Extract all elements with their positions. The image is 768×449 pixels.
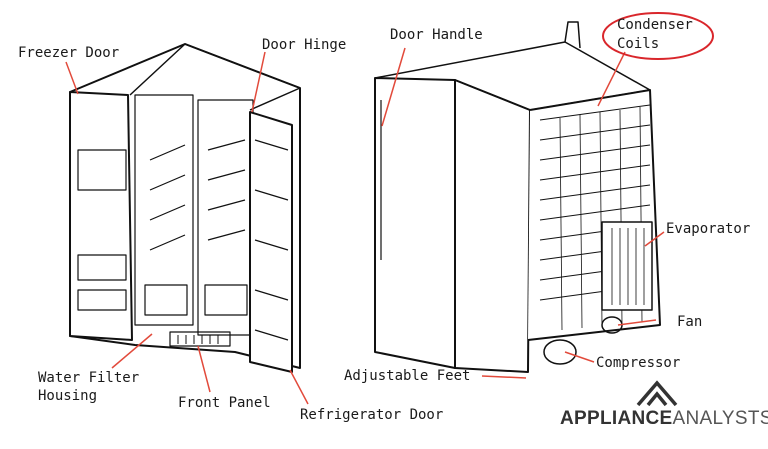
label-condenser-line2: Coils <box>617 36 659 53</box>
label-front-panel: Front Panel <box>178 395 271 412</box>
label-water-filter-line1: Water Filter <box>38 370 139 387</box>
leader-freezer-door <box>66 62 78 94</box>
leader-refrigerator-door <box>290 370 308 404</box>
label-door-handle: Door Handle <box>390 27 483 44</box>
brand-wordmark: APPLIANCEANALYSTS <box>560 408 768 430</box>
brand-logo-mark <box>638 383 676 405</box>
leader-front-panel <box>198 346 210 392</box>
label-compressor: Compressor <box>596 355 680 372</box>
label-evaporator: Evaporator <box>666 221 750 238</box>
leader-adjustable-feet <box>482 376 526 378</box>
label-condenser-line1: Condenser <box>617 17 693 34</box>
brand-light: ANALYSTS <box>673 408 768 429</box>
label-door-hinge: Door Hinge <box>262 37 346 54</box>
brand-bold: APPLIANCE <box>560 408 673 429</box>
label-adjustable-feet: Adjustable Feet <box>344 368 470 385</box>
label-fan: Fan <box>677 314 702 331</box>
label-freezer-door: Freezer Door <box>18 45 119 62</box>
rear-fridge-illustration <box>375 22 660 372</box>
open-fridge-illustration <box>70 44 300 372</box>
label-water-filter-line2: Housing <box>38 388 97 405</box>
label-refrigerator-door: Refrigerator Door <box>300 407 443 424</box>
